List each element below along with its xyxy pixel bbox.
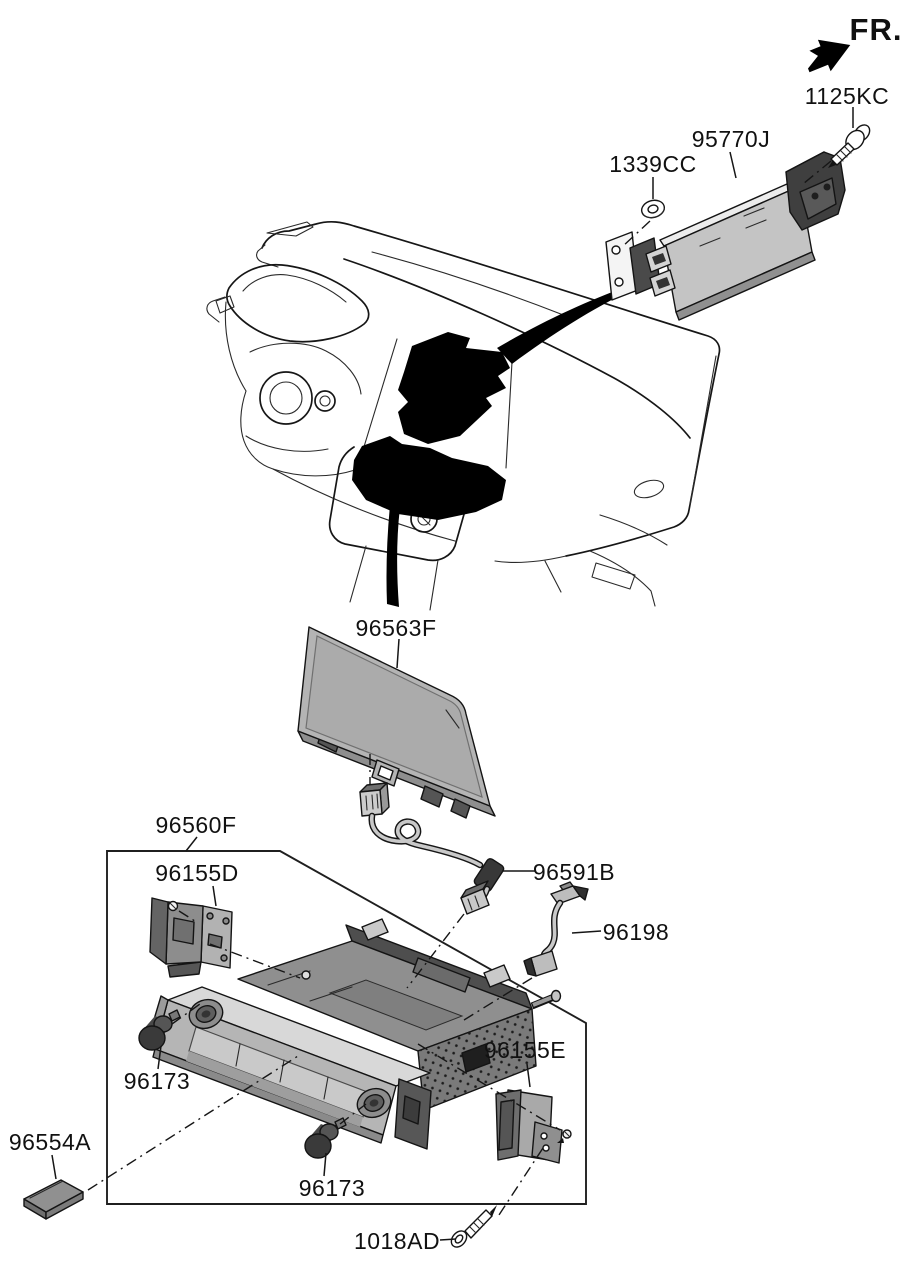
callout-1125kc: 1125KC	[805, 83, 889, 109]
part-cable-96591b	[359, 782, 505, 915]
part-nut-1339cc	[640, 199, 666, 219]
callout-96560f: 96560F	[155, 812, 236, 838]
callout-96554a: 96554A	[9, 1129, 91, 1155]
assembly-direction-lines	[87, 160, 832, 1219]
part-cable-96198	[523, 881, 589, 977]
callout-96198: 96198	[603, 919, 669, 945]
callout-96591b: 96591B	[533, 859, 615, 885]
callout-95770j: 95770J	[692, 126, 770, 152]
part-knob-96173-right	[304, 1117, 347, 1159]
part-number-callouts: 1125KC 95770J 1339CC 96563F 96560F 96155…	[9, 83, 889, 1254]
install-location-highlight-upper	[398, 332, 510, 444]
callout-96155d: 96155D	[155, 860, 239, 886]
callout-96155e: 96155E	[484, 1037, 566, 1063]
callout-96173-left: 96173	[124, 1068, 190, 1094]
front-direction-indicator: FR.	[807, 12, 903, 73]
callout-1339cc: 1339CC	[609, 151, 696, 177]
part-bolt-1125kc	[828, 124, 871, 168]
callout-leader-lines	[51, 107, 854, 1241]
arrow-swoosh-to-module	[497, 285, 633, 364]
callout-96173-right: 96173	[299, 1175, 365, 1201]
assembly-boundary-box	[106, 850, 587, 1205]
callout-96563f: 96563F	[355, 615, 436, 641]
part-sd-card-96554a	[23, 1179, 84, 1220]
callout-1018ad: 1018AD	[354, 1228, 440, 1254]
part-module-95770j	[605, 151, 846, 321]
part-display-96563f	[297, 626, 496, 819]
part-knob-96173-left	[138, 1009, 181, 1051]
part-screw-1018ad	[450, 1205, 497, 1248]
dashboard-illustration	[206, 220, 721, 611]
part-bracket-96155e	[495, 1089, 572, 1164]
front-direction-label: FR.	[850, 12, 903, 47]
arrow-swoosh-to-display	[386, 452, 409, 607]
front-direction-arrow-icon	[807, 39, 851, 73]
install-location-highlight-lower	[352, 436, 506, 520]
part-main-unit-96560f	[146, 918, 562, 1150]
part-bracket-96155d	[149, 897, 233, 978]
